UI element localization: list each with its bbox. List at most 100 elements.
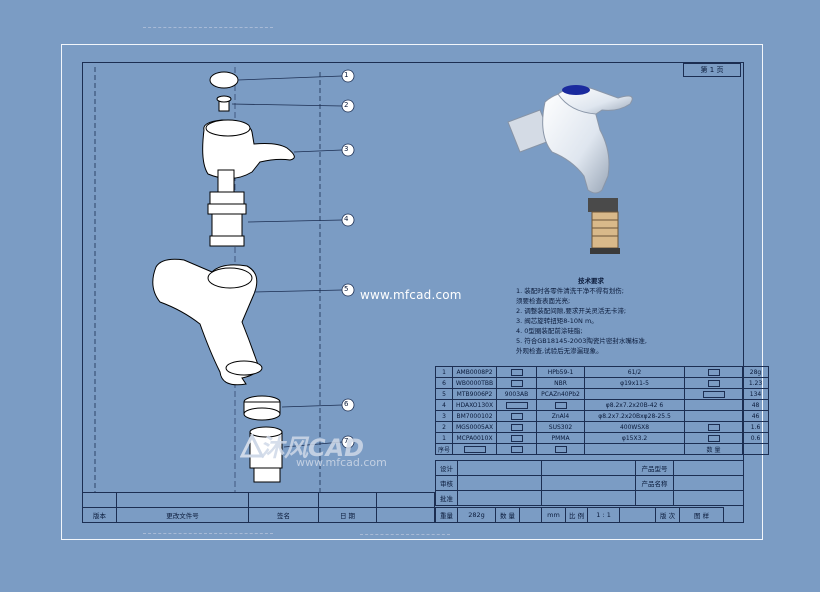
bom-header-cell [584, 443, 686, 455]
bom-cell: 1.6 [742, 421, 770, 433]
bom-cell [496, 410, 538, 422]
bom-cell [496, 421, 538, 433]
revision-label: 日 期 [318, 507, 377, 523]
sheet-number-box: 第 1 页 [683, 63, 741, 77]
technical-notes: 技术要求 1. 装配时各零件清洗干净不得有划伤; 须要检查表面光亮; 2. 调整… [516, 276, 666, 356]
notes-line: 须要检查表面光亮; [516, 297, 571, 305]
bom-cell: 28g [742, 366, 770, 378]
bom-cell [684, 366, 744, 378]
faucet-3d-render [507, 85, 633, 254]
part-symbol-icon [554, 445, 567, 453]
exploded-view-drawing [94, 67, 355, 492]
bom-cell [684, 432, 744, 444]
title-cell [457, 475, 542, 491]
bom-cell: 5 [434, 388, 454, 400]
bom-cell: NBR [536, 377, 586, 389]
center-dashed-mark [360, 534, 450, 535]
logo-emblem-icon [240, 434, 264, 458]
bom-cell: φ8.2x7.2x20B-42 6 [584, 399, 686, 411]
revision-strip: 版本 更改文件号 签名 日 期 [82, 492, 435, 523]
bom-cell: MTB9006P2 [452, 388, 498, 400]
scale-value: 1 : 1 [587, 507, 621, 523]
part-symbol-icon [707, 423, 720, 431]
bom-cell [684, 377, 744, 389]
notes-line: 外观检查,试验后无渗漏现象。 [516, 347, 603, 355]
title-cell [673, 475, 744, 491]
logo-subtext: www.mfcad.com [296, 456, 387, 469]
part-symbol-icon [463, 445, 486, 453]
bom-cell: HPb59-1 [536, 366, 586, 378]
bom-cell: 46 [742, 410, 770, 422]
title-cell: 产品型号 [635, 460, 674, 476]
callout-7: 7 [344, 437, 349, 445]
title-cell [519, 507, 542, 523]
table-header-row: 序号数 量 [434, 443, 770, 455]
title-cell: 审核 [435, 475, 458, 491]
bom-cell: WB0000TBB [452, 377, 498, 389]
callout-3: 3 [344, 145, 349, 153]
title-cell [541, 475, 636, 491]
weight-value: 282g [457, 507, 496, 523]
revision-label [376, 507, 435, 523]
bom-cell: φ15X3.2 [584, 432, 686, 444]
bom-cell: 0.6 [742, 432, 770, 444]
part-symbol-icon [510, 412, 523, 420]
title-cell [619, 507, 657, 523]
bom-cell: HDAXO130X [452, 399, 498, 411]
bom-cell: 1 [434, 432, 454, 444]
bom-header-cell [452, 443, 498, 455]
title-cell: 重量 [435, 507, 458, 523]
revision-label: 签名 [248, 507, 319, 523]
bom-cell: φ19x11-5 [584, 377, 686, 389]
table-row: 重量 282g 数 量 mm 比 例 1 : 1 版 次 图 样 [435, 507, 725, 523]
revision-cell [376, 492, 435, 508]
title-cell: 产品名称 [635, 475, 674, 491]
bom-cell: 61/2 [584, 366, 686, 378]
notes-line: 2. 调整装配间隙,要求开关灵活无卡滞; [516, 307, 627, 315]
part-symbol-icon [554, 401, 567, 409]
bom-cell [684, 410, 744, 422]
bom-cell: 3 [434, 410, 454, 422]
bom-cell: φ8.2x7.2x20Bxφ28-25.5 [584, 410, 686, 422]
bom-cell: 2 [434, 421, 454, 433]
bom-cell [684, 388, 744, 400]
bom-cell: 48 [742, 399, 770, 411]
bom-cell: ZnAl4 [536, 410, 586, 422]
title-cell [673, 490, 744, 506]
bom-cell [496, 377, 538, 389]
outer-border [61, 44, 763, 540]
title-cell [673, 460, 744, 476]
bom-header-cell: 数 量 [684, 443, 744, 455]
part-symbol-icon [510, 379, 523, 387]
part-symbol-icon [510, 434, 523, 442]
bom-cell [584, 388, 686, 400]
bom-cell: MCPA0010X [452, 432, 498, 444]
notes-line: 4. 0型圈装配前涂硅脂; [516, 327, 583, 335]
table-row: 批准 [435, 490, 744, 506]
title-cell [457, 460, 542, 476]
table-row: 版本 更改文件号 签名 日 期 [82, 507, 435, 523]
bom-cell: SUS302 [536, 421, 586, 433]
bom-cell [684, 399, 744, 411]
part-symbol-icon [510, 445, 523, 453]
title-block-bottom: 重量 282g 数 量 mm 比 例 1 : 1 版 次 图 样 [435, 507, 725, 523]
bom-header-cell [496, 443, 538, 455]
part-symbol-icon [702, 390, 725, 398]
notes-line: 3. 阀芯旋转扭矩8-10N m。 [516, 317, 598, 325]
bom-cell [496, 399, 538, 411]
logo-text: 沐风CAD [260, 434, 365, 462]
title-cell: 图 样 [679, 507, 725, 523]
revision-cell [116, 492, 249, 508]
bom-cell: 4 [434, 399, 454, 411]
revision-cell [82, 492, 117, 508]
bom-cell: MGS0005AX [452, 421, 498, 433]
bom-cell: 1.23 [742, 377, 770, 389]
title-cell [541, 460, 636, 476]
title-cell: 数 量 [495, 507, 520, 523]
title-cell: 版 次 [655, 507, 681, 523]
